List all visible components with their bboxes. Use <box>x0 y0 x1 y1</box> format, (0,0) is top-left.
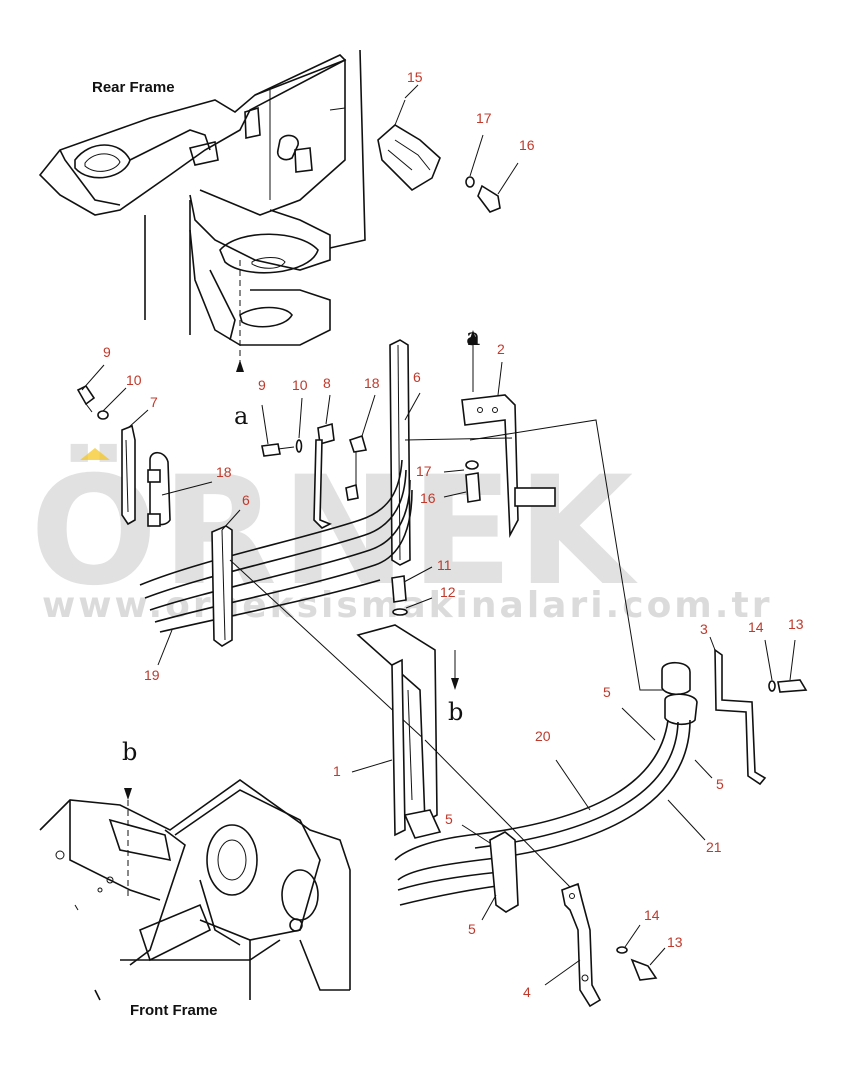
rear-frame-drawing <box>38 49 519 346</box>
view-marker-b-top: b <box>448 698 463 726</box>
callout-11: 11 <box>437 557 452 573</box>
view-arrow-a-top: a <box>234 260 248 430</box>
front-frame-title: Front Frame <box>130 1002 218 1019</box>
bracket-6-upper <box>389 339 421 566</box>
hoses-20-21 <box>394 661 713 921</box>
callout-18: 18 <box>216 464 232 480</box>
callout-8: 8 <box>323 375 331 391</box>
callout-5: 5 <box>468 921 476 937</box>
callout-16: 16 <box>519 137 535 153</box>
callout-14: 14 <box>748 619 764 635</box>
callout-15: 15 <box>407 69 423 85</box>
callout-9: 9 <box>258 377 266 393</box>
callout-14: 14 <box>644 907 660 923</box>
callout-9: 9 <box>103 344 111 360</box>
watermark-url: www.orneksismakinalari.com.tr <box>42 585 772 626</box>
clamp-8-assembly <box>261 394 376 529</box>
watermark: ÖRNEK www.orneksismakinalari.com.tr <box>30 443 772 626</box>
bracket-1-assembly: b <box>351 566 463 839</box>
callout-7: 7 <box>150 394 158 410</box>
callout-5: 5 <box>445 811 453 827</box>
watermark-accent <box>80 448 110 460</box>
callout-4: 4 <box>523 984 531 1000</box>
callout-5: 5 <box>716 776 724 792</box>
callout-16: 16 <box>420 490 436 506</box>
clamp-7-assembly <box>76 364 213 527</box>
callout-19: 19 <box>144 667 160 683</box>
callout-5: 5 <box>603 684 611 700</box>
callout-6: 6 <box>242 492 250 508</box>
callout-6: 6 <box>413 369 421 385</box>
view-marker-b-bottom: b <box>122 738 137 766</box>
callout-21: 21 <box>706 839 722 855</box>
clamp-3-assembly <box>709 636 808 786</box>
callout-labels: 15 17 16 9 10 7 9 10 8 18 6 2 17 16 18 6… <box>103 69 804 1000</box>
rear-frame-title: Rear Frame <box>92 79 175 96</box>
callout-17: 17 <box>416 463 432 479</box>
hose-bundle-19 <box>139 459 426 741</box>
callout-20: 20 <box>535 728 551 744</box>
callout-2: 2 <box>497 341 505 357</box>
callout-1: 1 <box>333 763 341 779</box>
front-frame-drawing: b <box>39 738 351 1001</box>
clamp-4-assembly <box>544 882 666 1008</box>
bolt-16-washer-17-mid <box>443 460 481 503</box>
callout-10: 10 <box>126 372 142 388</box>
callout-17: 17 <box>476 110 492 126</box>
callout-13: 13 <box>667 934 683 950</box>
callout-12: 12 <box>440 584 456 600</box>
callout-13: 13 <box>788 616 804 632</box>
view-marker-a-bottom: a <box>466 323 480 351</box>
view-marker-a-top: a <box>234 402 248 430</box>
callout-3: 3 <box>700 621 708 637</box>
callout-10: 10 <box>292 377 308 393</box>
callout-18: 18 <box>364 375 380 391</box>
